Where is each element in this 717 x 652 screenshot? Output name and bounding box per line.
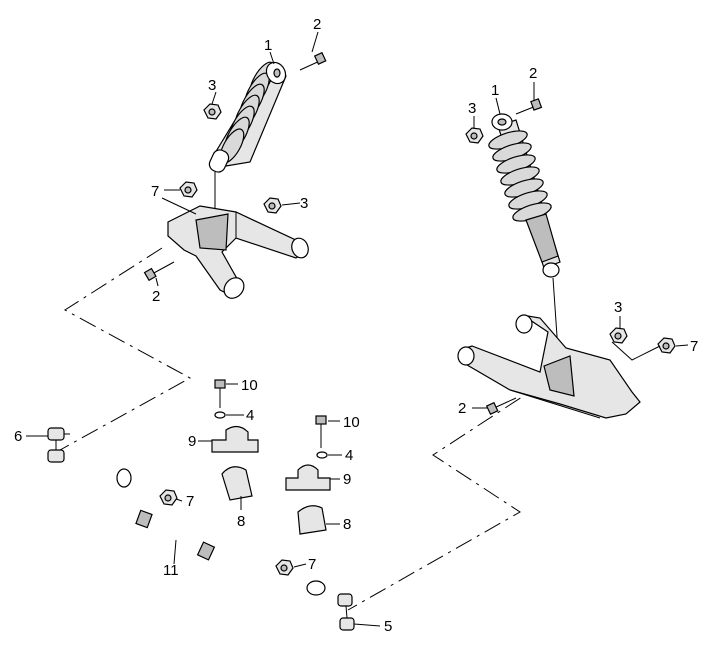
right-arm-nut-7 xyxy=(657,337,676,354)
callout-10-bolt-b: 10 xyxy=(343,414,360,431)
left-arm-nut-3 xyxy=(263,197,282,214)
left-arm-nut-7 xyxy=(179,181,198,198)
stabilizer-bar xyxy=(96,468,326,602)
callout-7-bar-left-nut: 7 xyxy=(186,493,194,510)
left-top-nut xyxy=(203,103,222,120)
right-shock-absorber xyxy=(488,113,561,381)
right-lower-control-arm xyxy=(457,314,641,419)
clamp-bracket-b xyxy=(285,464,331,491)
bushing-b xyxy=(297,505,327,535)
callout-7-right-arm: 7 xyxy=(690,338,698,355)
stabilizer-link-left xyxy=(47,427,70,463)
callout-5-right-link: 5 xyxy=(384,618,392,635)
callout-2-left-arm-bolt: 2 xyxy=(152,288,160,305)
right-arm-nut-3 xyxy=(609,327,628,344)
callout-1-left-shock: 1 xyxy=(264,37,272,54)
stabilizer-nut-left xyxy=(159,489,178,506)
callout-3-left-top-nut: 3 xyxy=(208,77,216,94)
left-shock-absorber xyxy=(208,61,287,208)
callout-9-bracket-a: 9 xyxy=(188,433,196,450)
callout-labels: 1 2 3 7 3 2 1 2 3 3 7 2 10 4 9 8 10 4 9 … xyxy=(14,16,698,635)
callout-8-bushing-b: 8 xyxy=(343,516,351,533)
clamp-bracket-a xyxy=(211,425,259,453)
callout-9-bracket-b: 9 xyxy=(343,471,351,488)
right-top-nut xyxy=(465,127,484,144)
bushing-a xyxy=(221,466,253,501)
right-arm-bolt xyxy=(485,397,517,416)
stabilizer-link-right xyxy=(337,593,355,631)
callout-8-bushing-a: 8 xyxy=(237,513,245,530)
callout-11-stabilizer-bar: 11 xyxy=(163,562,179,579)
stabilizer-nut-right xyxy=(275,559,294,576)
left-top-bolt xyxy=(299,51,327,71)
callout-3-right-top-nut: 3 xyxy=(468,100,476,117)
assembly-dashed-lines xyxy=(59,247,549,611)
callout-3-right-arm: 3 xyxy=(614,299,622,316)
callout-2-left-top-bolt: 2 xyxy=(313,16,321,33)
washer-a xyxy=(214,411,226,419)
callout-2-right-arm-bolt: 2 xyxy=(458,400,466,417)
callout-4-washer-a: 4 xyxy=(246,407,254,424)
callout-2-right-top-bolt: 2 xyxy=(529,65,537,82)
left-lower-control-arm xyxy=(167,205,309,299)
clamp-bolt-b xyxy=(315,415,327,448)
callout-6-left-link: 6 xyxy=(14,428,22,445)
callout-4-washer-b: 4 xyxy=(345,447,353,464)
callout-10-bolt-a: 10 xyxy=(241,377,258,394)
callout-3-left-arm: 3 xyxy=(300,195,308,212)
right-top-bolt xyxy=(515,98,543,115)
leader-lines xyxy=(26,31,689,627)
callout-7-left-arm: 7 xyxy=(151,183,159,200)
clamp-bolt-a xyxy=(214,379,226,408)
callout-7-bar-right-nut: 7 xyxy=(308,556,316,573)
washer-b xyxy=(316,451,328,459)
left-arm-bolt xyxy=(143,261,175,282)
callout-1-right-shock: 1 xyxy=(491,82,499,99)
